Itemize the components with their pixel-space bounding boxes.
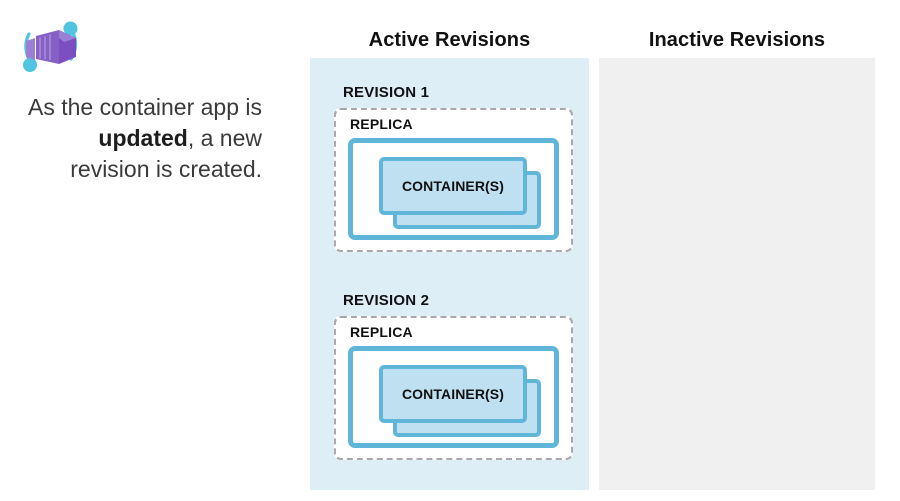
caption-suffix: , a new revision is created. (70, 125, 262, 182)
caption-text: As the container app is updated, a new r… (18, 92, 262, 185)
revision-1-container-box-front: CONTAINER(S) (379, 157, 527, 215)
revision-2-label: REVISION 2 (343, 292, 430, 309)
inactive-revisions-panel (599, 58, 875, 490)
revision-1-replica-box: REPLICA CONTAINER(S) (334, 108, 573, 252)
azure-container-apps-logo (14, 12, 86, 84)
revision-2-replica-inner: CONTAINER(S) (348, 346, 559, 448)
active-revisions-panel: REVISION 1 REPLICA CONTAINER(S) REVISION… (310, 58, 589, 490)
revision-2-container-label: CONTAINER(S) (401, 386, 505, 402)
revision-block-1: REVISION 1 REPLICA CONTAINER(S) (334, 84, 573, 252)
revision-2-replica-box: REPLICA CONTAINER(S) (334, 316, 573, 460)
column-heading-active-revisions: Active Revisions (368, 29, 531, 51)
revision-1-container-stack: CONTAINER(S) (379, 157, 541, 229)
revision-1-label: REVISION 1 (343, 84, 430, 101)
caption-emphasis: updated (98, 125, 188, 151)
revision-1-container-label: CONTAINER(S) (401, 178, 505, 194)
revision-2-replica-label: REPLICA (350, 324, 413, 340)
revision-2-container-box-front: CONTAINER(S) (379, 365, 527, 423)
caption-prefix: As the container app is (28, 94, 262, 120)
revision-block-2: REVISION 2 REPLICA CONTAINER(S) (334, 292, 573, 460)
column-heading-inactive-revisions: Inactive Revisions (648, 29, 826, 51)
revision-1-replica-label: REPLICA (350, 116, 413, 132)
revision-2-container-stack: CONTAINER(S) (379, 365, 541, 437)
revision-1-replica-inner: CONTAINER(S) (348, 138, 559, 240)
